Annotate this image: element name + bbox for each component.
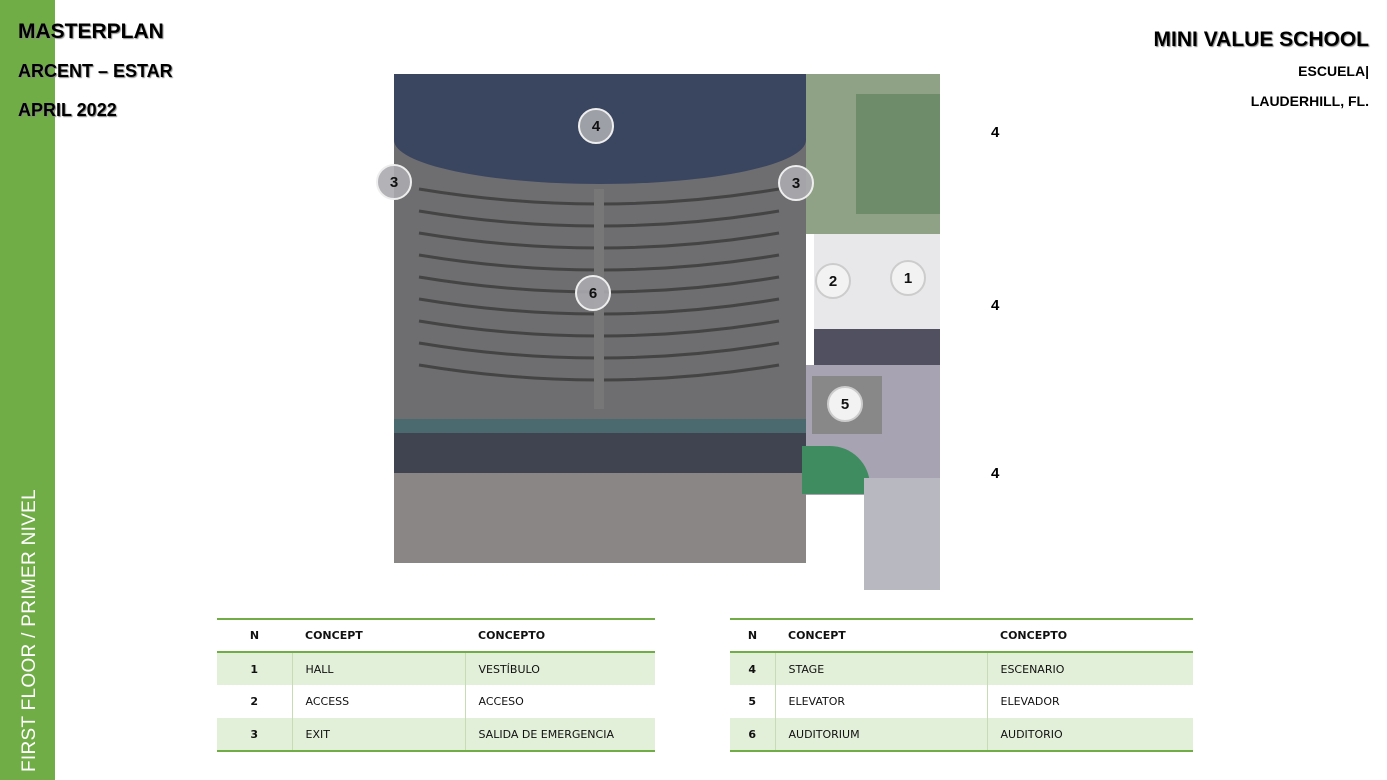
marker-auditorium: 6	[575, 275, 611, 311]
marker-elevator: 5	[827, 386, 863, 422]
cell-concepto: SALIDA DE EMERGENCIA	[464, 718, 655, 752]
header-n: N	[217, 618, 292, 653]
header-concepto: CONCEPTO	[987, 618, 1193, 653]
project-location: LAUDERHILL, FL.	[1250, 93, 1369, 109]
cell-concept: HALL	[291, 652, 465, 685]
floor-label: FIRST FLOOR / PRIMER NIVEL	[19, 489, 40, 772]
header-n: N	[730, 618, 775, 653]
cell-n: 3	[217, 718, 292, 752]
header-concept: CONCEPT	[292, 618, 465, 653]
cell-concept: STAGE	[774, 652, 987, 685]
header-concept: CONCEPT	[775, 618, 987, 653]
side-label: 4	[991, 465, 1000, 482]
cell-concepto: ESCENARIO	[986, 652, 1193, 685]
cell-n: 5	[748, 695, 757, 708]
classroom-furniture	[856, 94, 940, 214]
page-date: APRIL 2022	[18, 100, 117, 120]
cell-n: 2	[250, 695, 259, 708]
shadow	[394, 433, 806, 473]
cell-concepto: ELEVADOR	[986, 685, 1193, 718]
cell-n: 4	[730, 652, 775, 685]
cell-n: 1	[217, 652, 292, 685]
marker-exit-right: 3	[778, 165, 814, 201]
page-title: MASTERPLAN	[18, 20, 164, 43]
marker-hall: 1	[890, 260, 926, 296]
cell-concepto: AUDITORIO	[986, 718, 1193, 752]
page-subtitle: ARCENT – ESTAR	[18, 61, 173, 81]
cell-n: 6	[730, 718, 775, 752]
cell-concept: ACCESS	[291, 685, 465, 718]
project-name: MINI VALUE SCHOOL	[1153, 28, 1369, 51]
adjacent-room	[864, 478, 940, 590]
cell-concept: AUDITORIUM	[774, 718, 987, 752]
side-label: 4	[991, 124, 1000, 141]
cell-concept: ELEVATOR	[774, 685, 987, 718]
cell-concepto: VESTÍBULO	[464, 652, 655, 685]
marker-exit-left: 3	[376, 164, 412, 200]
project-type: ESCUELA|	[1298, 63, 1369, 79]
cell-concepto: ACCESO	[464, 685, 655, 718]
floor-plan	[394, 74, 940, 590]
side-label: 4	[991, 297, 1000, 314]
cell-concept: EXIT	[291, 718, 465, 752]
sidebar: FIRST FLOOR / PRIMER NIVEL	[0, 0, 55, 780]
marker-access: 2	[815, 263, 851, 299]
marker-stage: 4	[578, 108, 614, 144]
header-concepto: CONCEPTO	[465, 618, 655, 653]
glazing	[394, 419, 806, 433]
corridor	[814, 329, 940, 365]
